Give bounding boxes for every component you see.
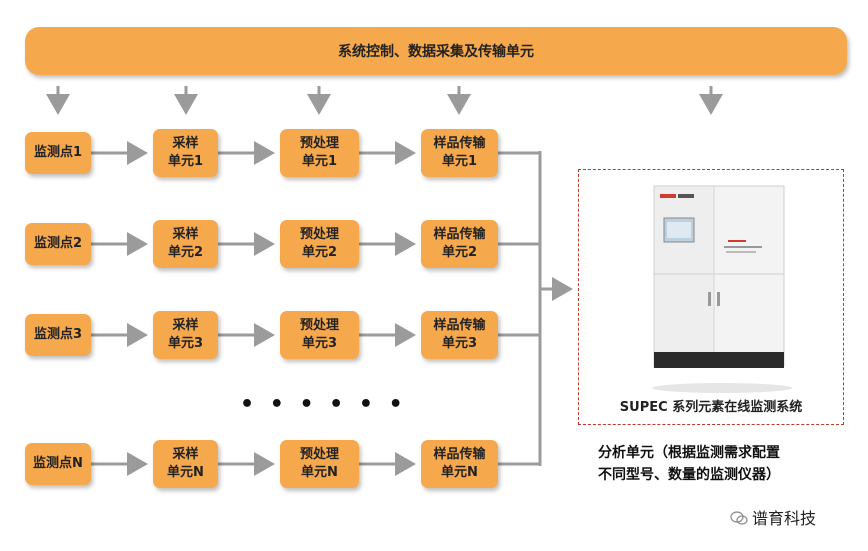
monitor-point-2: 监测点2 [25, 223, 91, 265]
pretreatment-unit-2: 预处理 单元2 [280, 220, 359, 268]
transfer-unit-line1: 样品传输 [433, 447, 486, 462]
pretreatment-unit-line1: 预处理 [299, 136, 339, 151]
pretreatment-unit-line2: 单元N [301, 465, 338, 480]
monitor-point-label: 监测点2 [33, 236, 83, 251]
sampling-unit-line1: 采样 [172, 227, 199, 242]
pretreatment-unit-n: 预处理 单元N [280, 440, 359, 488]
sampling-unit-line1: 采样 [172, 318, 199, 333]
watermark: 谱育科技 [730, 505, 816, 529]
transfer-unit-line2: 单元N [441, 465, 478, 480]
instrument-cabinet-image [652, 185, 792, 393]
monitor-point-label: 监测点N [33, 456, 83, 471]
transfer-unit-line1: 样品传输 [433, 136, 486, 151]
sampling-unit-line2: 单元3 [167, 336, 204, 351]
monitor-point-label: 监测点1 [33, 145, 83, 160]
transfer-unit-1: 样品传输 单元1 [421, 129, 498, 177]
pretreatment-unit-line2: 单元3 [301, 336, 338, 351]
analysis-unit-frame [578, 169, 844, 425]
sampling-unit-line2: 单元1 [167, 154, 204, 169]
sampling-unit-line2: 单元2 [167, 245, 204, 260]
sampling-unit-1: 采样 单元1 [153, 129, 218, 177]
sampling-unit-line2: 单元N [167, 465, 204, 480]
pretreatment-unit-line1: 预处理 [299, 227, 339, 242]
transfer-unit-line2: 单元1 [441, 154, 478, 169]
transfer-unit-n: 样品传输 单元N [421, 440, 498, 488]
transfer-unit-line1: 样品传输 [433, 318, 486, 333]
pretreatment-unit-3: 预处理 单元3 [280, 311, 359, 359]
transfer-unit-line2: 单元2 [441, 245, 478, 260]
analysis-unit-description: 分析单元（根据监测需求配置 不同型号、数量的监测仪器） [598, 442, 858, 486]
sampling-unit-2: 采样 单元2 [153, 220, 218, 268]
control-unit-bar: 系统控制、数据采集及传输单元 [25, 27, 847, 75]
analysis-line-2: 不同型号、数量的监测仪器） [598, 467, 780, 483]
sampling-unit-n: 采样 单元N [153, 440, 218, 488]
monitor-point-1: 监测点1 [25, 132, 91, 174]
watermark-text: 谱育科技 [752, 509, 817, 528]
control-unit-title: 系统控制、数据采集及传输单元 [338, 44, 534, 60]
ellipsis-dots: • • • • • • [240, 392, 407, 417]
pretreatment-unit-line2: 单元1 [301, 154, 338, 169]
instrument-caption: SUPEC 系列元素在线监测系统 [619, 400, 803, 415]
pretreatment-unit-1: 预处理 单元1 [280, 129, 359, 177]
monitor-point-n: 监测点N [25, 443, 91, 485]
pretreatment-unit-line1: 预处理 [299, 318, 339, 333]
wechat-icon [730, 510, 748, 525]
transfer-unit-2: 样品传输 单元2 [421, 220, 498, 268]
pretreatment-unit-line1: 预处理 [299, 447, 339, 462]
monitor-point-3: 监测点3 [25, 314, 91, 356]
transfer-unit-3: 样品传输 单元3 [421, 311, 498, 359]
sampling-unit-line1: 采样 [172, 447, 199, 462]
transfer-unit-line2: 单元3 [441, 336, 478, 351]
sampling-unit-line1: 采样 [172, 136, 199, 151]
monitor-point-label: 监测点3 [33, 327, 83, 342]
pretreatment-unit-line2: 单元2 [301, 245, 338, 260]
analysis-line-1: 分析单元（根据监测需求配置 [598, 445, 780, 461]
transfer-unit-line1: 样品传输 [433, 227, 486, 242]
sampling-unit-3: 采样 单元3 [153, 311, 218, 359]
